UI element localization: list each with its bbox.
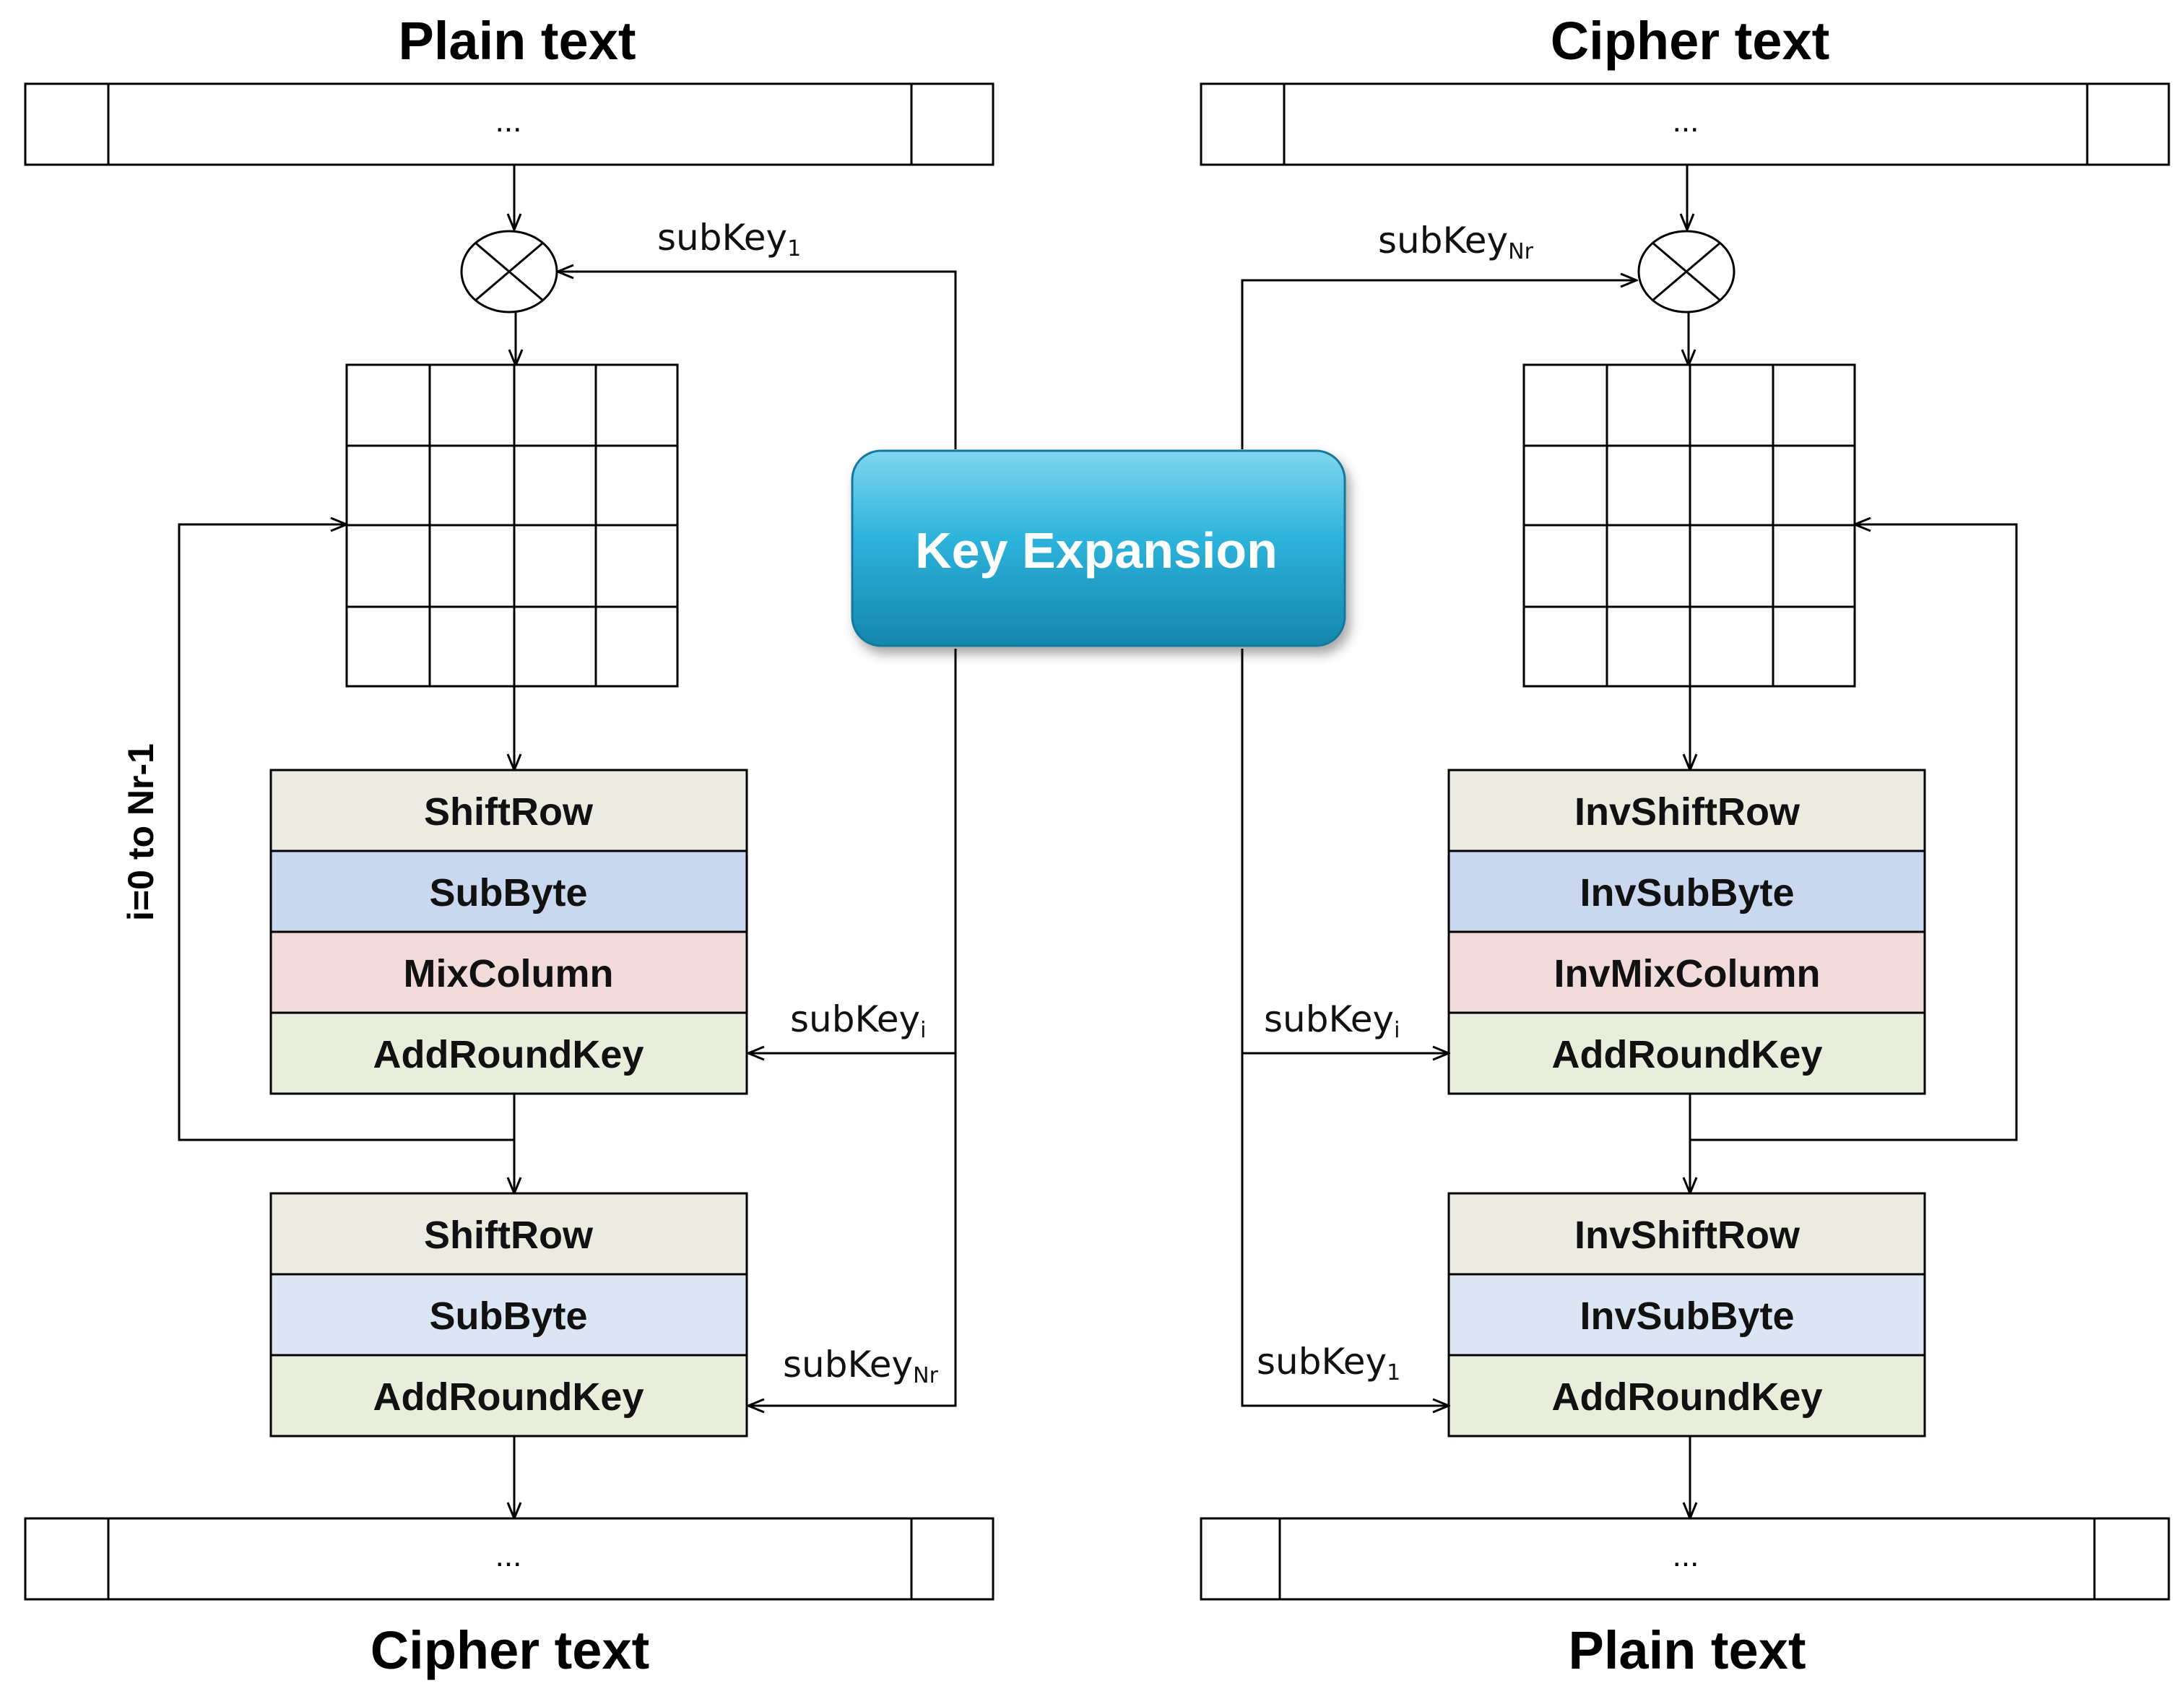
decryption-input-title: Cipher text (1551, 11, 1830, 71)
step-label: InvSubByte (1580, 871, 1794, 915)
decryption-input-dots: ... (1673, 103, 1699, 139)
subkey-last-label: subKeyNr (783, 1344, 939, 1388)
step-label: AddRoundKey (1552, 1033, 1823, 1076)
encryption-flow: Plain text ... (24, 11, 994, 1680)
step-label: SubByte (429, 1294, 587, 1338)
decryption-output-dots: ... (1673, 1538, 1699, 1573)
decryption-final-steps: InvShiftRow InvSubByte AddRoundKey (1447, 1192, 1926, 1438)
decryption-state-grid (1522, 363, 1856, 688)
step-addroundkey (1447, 1011, 1926, 1095)
step-invsubbyte (1447, 1273, 1926, 1357)
decryption-round-steps: InvShiftRow InvSubByte InvMixColumn AddR… (1447, 769, 1926, 1095)
subkey-first-label: subKeyNr (1378, 220, 1534, 264)
encryption-loop-label: i=0 to Nr-1 (121, 743, 161, 921)
step-mixcolumn (269, 930, 748, 1014)
subkey-round-label: subKeyi (1264, 998, 1400, 1043)
step-label: AddRoundKey (1552, 1375, 1823, 1419)
decryption-flow: Cipher text ... (1200, 11, 2170, 1680)
step-label: ShiftRow (424, 790, 594, 834)
step-label: InvShiftRow (1574, 1214, 1800, 1257)
encryption-input-block: ... (24, 82, 994, 166)
step-addroundkey (1447, 1354, 1926, 1438)
encryption-output-dots: ... (495, 1538, 522, 1573)
key-expansion-block: Key Expansion (851, 449, 1346, 647)
step-label: InvMixColumn (1554, 952, 1820, 995)
subkey-first-label: subKey1 (657, 217, 801, 261)
decryption-xor-icon (1637, 230, 1736, 314)
step-label: AddRoundKey (373, 1375, 644, 1419)
encryption-output-block: ... (24, 1517, 994, 1601)
encryption-xor-icon (460, 230, 558, 314)
subkey-round-line (748, 649, 957, 1406)
encryption-loop-arrow (178, 524, 516, 1141)
step-addroundkey (269, 1354, 748, 1438)
step-invsubbyte (1447, 850, 1926, 933)
step-addroundkey (269, 1011, 748, 1095)
subkey-first-line (558, 272, 957, 449)
step-label: MixColumn (404, 952, 614, 995)
step-subbyte (269, 850, 748, 933)
step-invmixcolumn (1447, 930, 1926, 1014)
step-label: SubByte (429, 871, 587, 915)
step-label: InvShiftRow (1574, 790, 1800, 834)
step-shiftrow (269, 1192, 748, 1276)
subkey-round-label: subKeyi (790, 998, 926, 1043)
step-label: AddRoundKey (373, 1033, 644, 1076)
encryption-round-steps: ShiftRow SubByte MixColumn AddRoundKey (269, 769, 748, 1095)
step-label: InvSubByte (1580, 1294, 1794, 1338)
step-label: ShiftRow (424, 1214, 594, 1257)
subkey-last-label: subKey1 (1257, 1341, 1400, 1385)
encryption-input-title: Plain text (399, 11, 636, 71)
encryption-state-grid (345, 363, 679, 688)
step-invshiftrow (1447, 1192, 1926, 1276)
subkey-round-line (1241, 649, 1449, 1406)
encryption-output-title: Cipher text (370, 1620, 650, 1680)
subkey-first-line (1241, 280, 1637, 449)
step-subbyte (269, 1273, 748, 1357)
decryption-output-block: ... (1200, 1517, 2170, 1601)
step-invshiftrow (1447, 769, 1926, 852)
encryption-final-steps: ShiftRow SubByte AddRoundKey (269, 1192, 748, 1438)
encryption-input-dots: ... (495, 103, 522, 139)
decryption-loop-arrow (1689, 524, 2018, 1141)
key-expansion-label: Key Expansion (915, 522, 1278, 579)
decryption-input-block: ... (1200, 82, 2170, 166)
decryption-output-title: Plain text (1569, 1620, 1806, 1680)
